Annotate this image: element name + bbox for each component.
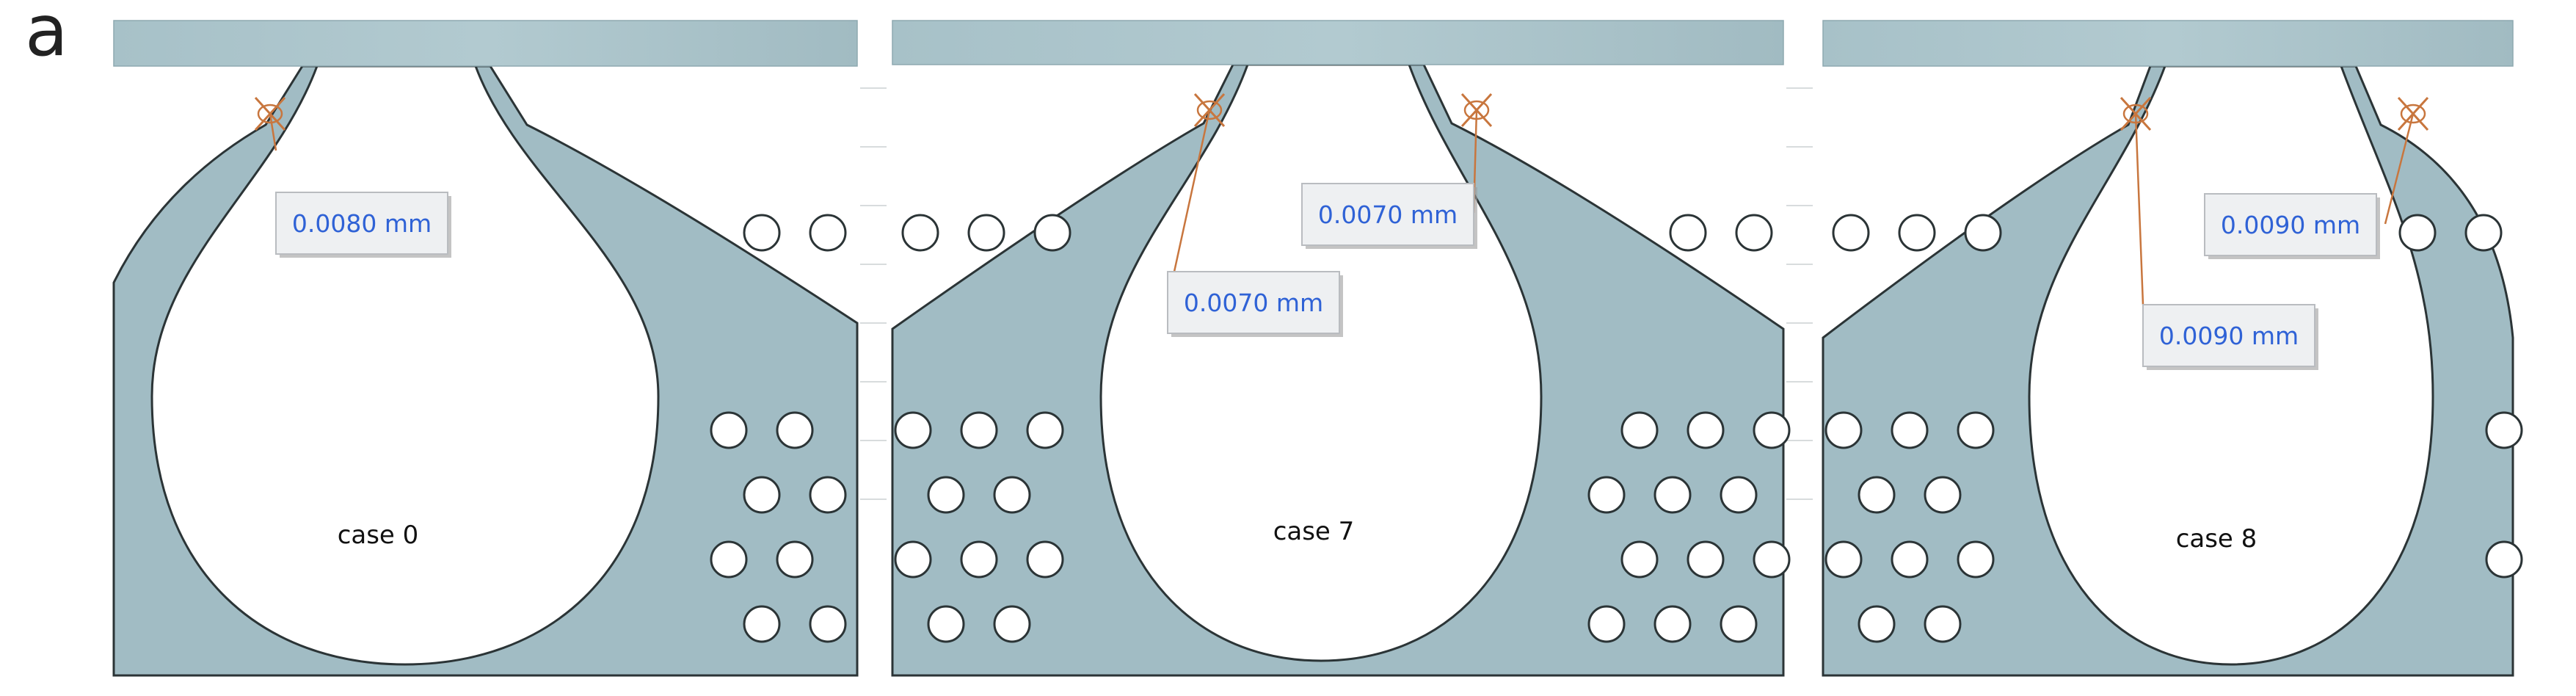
hole xyxy=(809,476,847,514)
hole xyxy=(743,605,781,643)
hole xyxy=(743,476,781,514)
hole xyxy=(1026,540,1064,579)
measurement: 0.0090 mm xyxy=(2204,96,2429,259)
hole xyxy=(1824,411,1863,449)
hole xyxy=(776,540,814,579)
measure-box xyxy=(1301,183,1474,246)
hole xyxy=(1587,476,1626,514)
hole xyxy=(1620,540,1659,579)
hole-lattice xyxy=(1824,214,2523,643)
top-plate xyxy=(1822,20,2514,67)
hole xyxy=(1033,214,1071,252)
hole xyxy=(743,214,781,252)
hole xyxy=(1687,411,1725,449)
case-label: case 0 xyxy=(338,521,419,550)
hole xyxy=(927,476,965,514)
case-label: case 7 xyxy=(1273,517,1355,546)
hole xyxy=(1957,540,1995,579)
hole xyxy=(1687,540,1725,579)
hole xyxy=(809,214,847,252)
hole xyxy=(2485,540,2523,579)
measurement: 0.0070 mm xyxy=(1167,93,1343,337)
hole xyxy=(710,540,748,579)
panel-case-0: case 0 0.0080 mm xyxy=(112,20,887,677)
hole xyxy=(927,605,965,643)
panel-case-8: case 8 0.0090 mm 0.0090 mm xyxy=(1822,20,2523,677)
hole xyxy=(2464,214,2503,252)
top-plate xyxy=(113,20,858,67)
hole xyxy=(1824,540,1863,579)
hole xyxy=(1957,411,1995,449)
hole-lattice xyxy=(710,214,847,643)
measurement: 0.0070 mm xyxy=(1301,93,1493,249)
measure-marker xyxy=(257,104,283,124)
hole-lattice xyxy=(894,214,1791,643)
case-label: case 8 xyxy=(2176,524,2257,554)
hole xyxy=(993,605,1031,643)
panel-case-7: case 7 0.0070 mm 0.0070 mm xyxy=(891,20,1813,677)
hole xyxy=(993,476,1031,514)
hole xyxy=(1832,214,1870,252)
measure-label: 0.0090 mm xyxy=(2159,322,2299,350)
hole xyxy=(960,411,998,449)
top-plate xyxy=(892,20,1784,65)
measure-leader xyxy=(269,113,277,151)
hole xyxy=(960,540,998,579)
hole xyxy=(1653,605,1692,643)
measure-label: 0.0070 mm xyxy=(1184,289,1323,317)
measure-leader xyxy=(2134,113,2144,305)
hole xyxy=(2485,411,2523,449)
hole xyxy=(710,411,748,449)
hole xyxy=(1891,540,1929,579)
measure-marker xyxy=(1196,100,1223,120)
measure-box xyxy=(2142,304,2315,367)
panel-letter: a xyxy=(25,0,68,72)
measure-box xyxy=(1167,271,1340,334)
hole xyxy=(1898,214,1936,252)
hole xyxy=(1924,605,1962,643)
measure-leader xyxy=(2384,113,2415,225)
measure-leader xyxy=(1173,109,1211,272)
hole xyxy=(967,214,1005,252)
hole xyxy=(1669,214,1707,252)
measurement: 0.0080 mm xyxy=(254,96,451,258)
measure-label: 0.0090 mm xyxy=(2221,211,2360,239)
hole xyxy=(809,605,847,643)
hole xyxy=(776,411,814,449)
measurement: 0.0090 mm xyxy=(2120,96,2318,370)
hole xyxy=(1964,214,2002,252)
hole xyxy=(894,540,932,579)
hole xyxy=(2398,214,2437,252)
hole xyxy=(1720,605,1758,643)
hole xyxy=(1891,411,1929,449)
hole xyxy=(901,214,939,252)
hole xyxy=(1753,540,1791,579)
hole xyxy=(1587,605,1626,643)
hole xyxy=(1858,476,1896,514)
hole xyxy=(1720,476,1758,514)
measure-label: 0.0070 mm xyxy=(1318,200,1458,229)
hole xyxy=(1753,411,1791,449)
hole xyxy=(1735,214,1773,252)
measure-box xyxy=(275,192,448,255)
measure-marker xyxy=(2400,104,2426,124)
hole xyxy=(1858,605,1896,643)
hole xyxy=(1620,411,1659,449)
measure-label: 0.0080 mm xyxy=(292,209,432,238)
hole xyxy=(894,411,932,449)
hole xyxy=(1924,476,1962,514)
measure-box xyxy=(2204,193,2377,256)
hole xyxy=(1026,411,1064,449)
hole xyxy=(1653,476,1692,514)
